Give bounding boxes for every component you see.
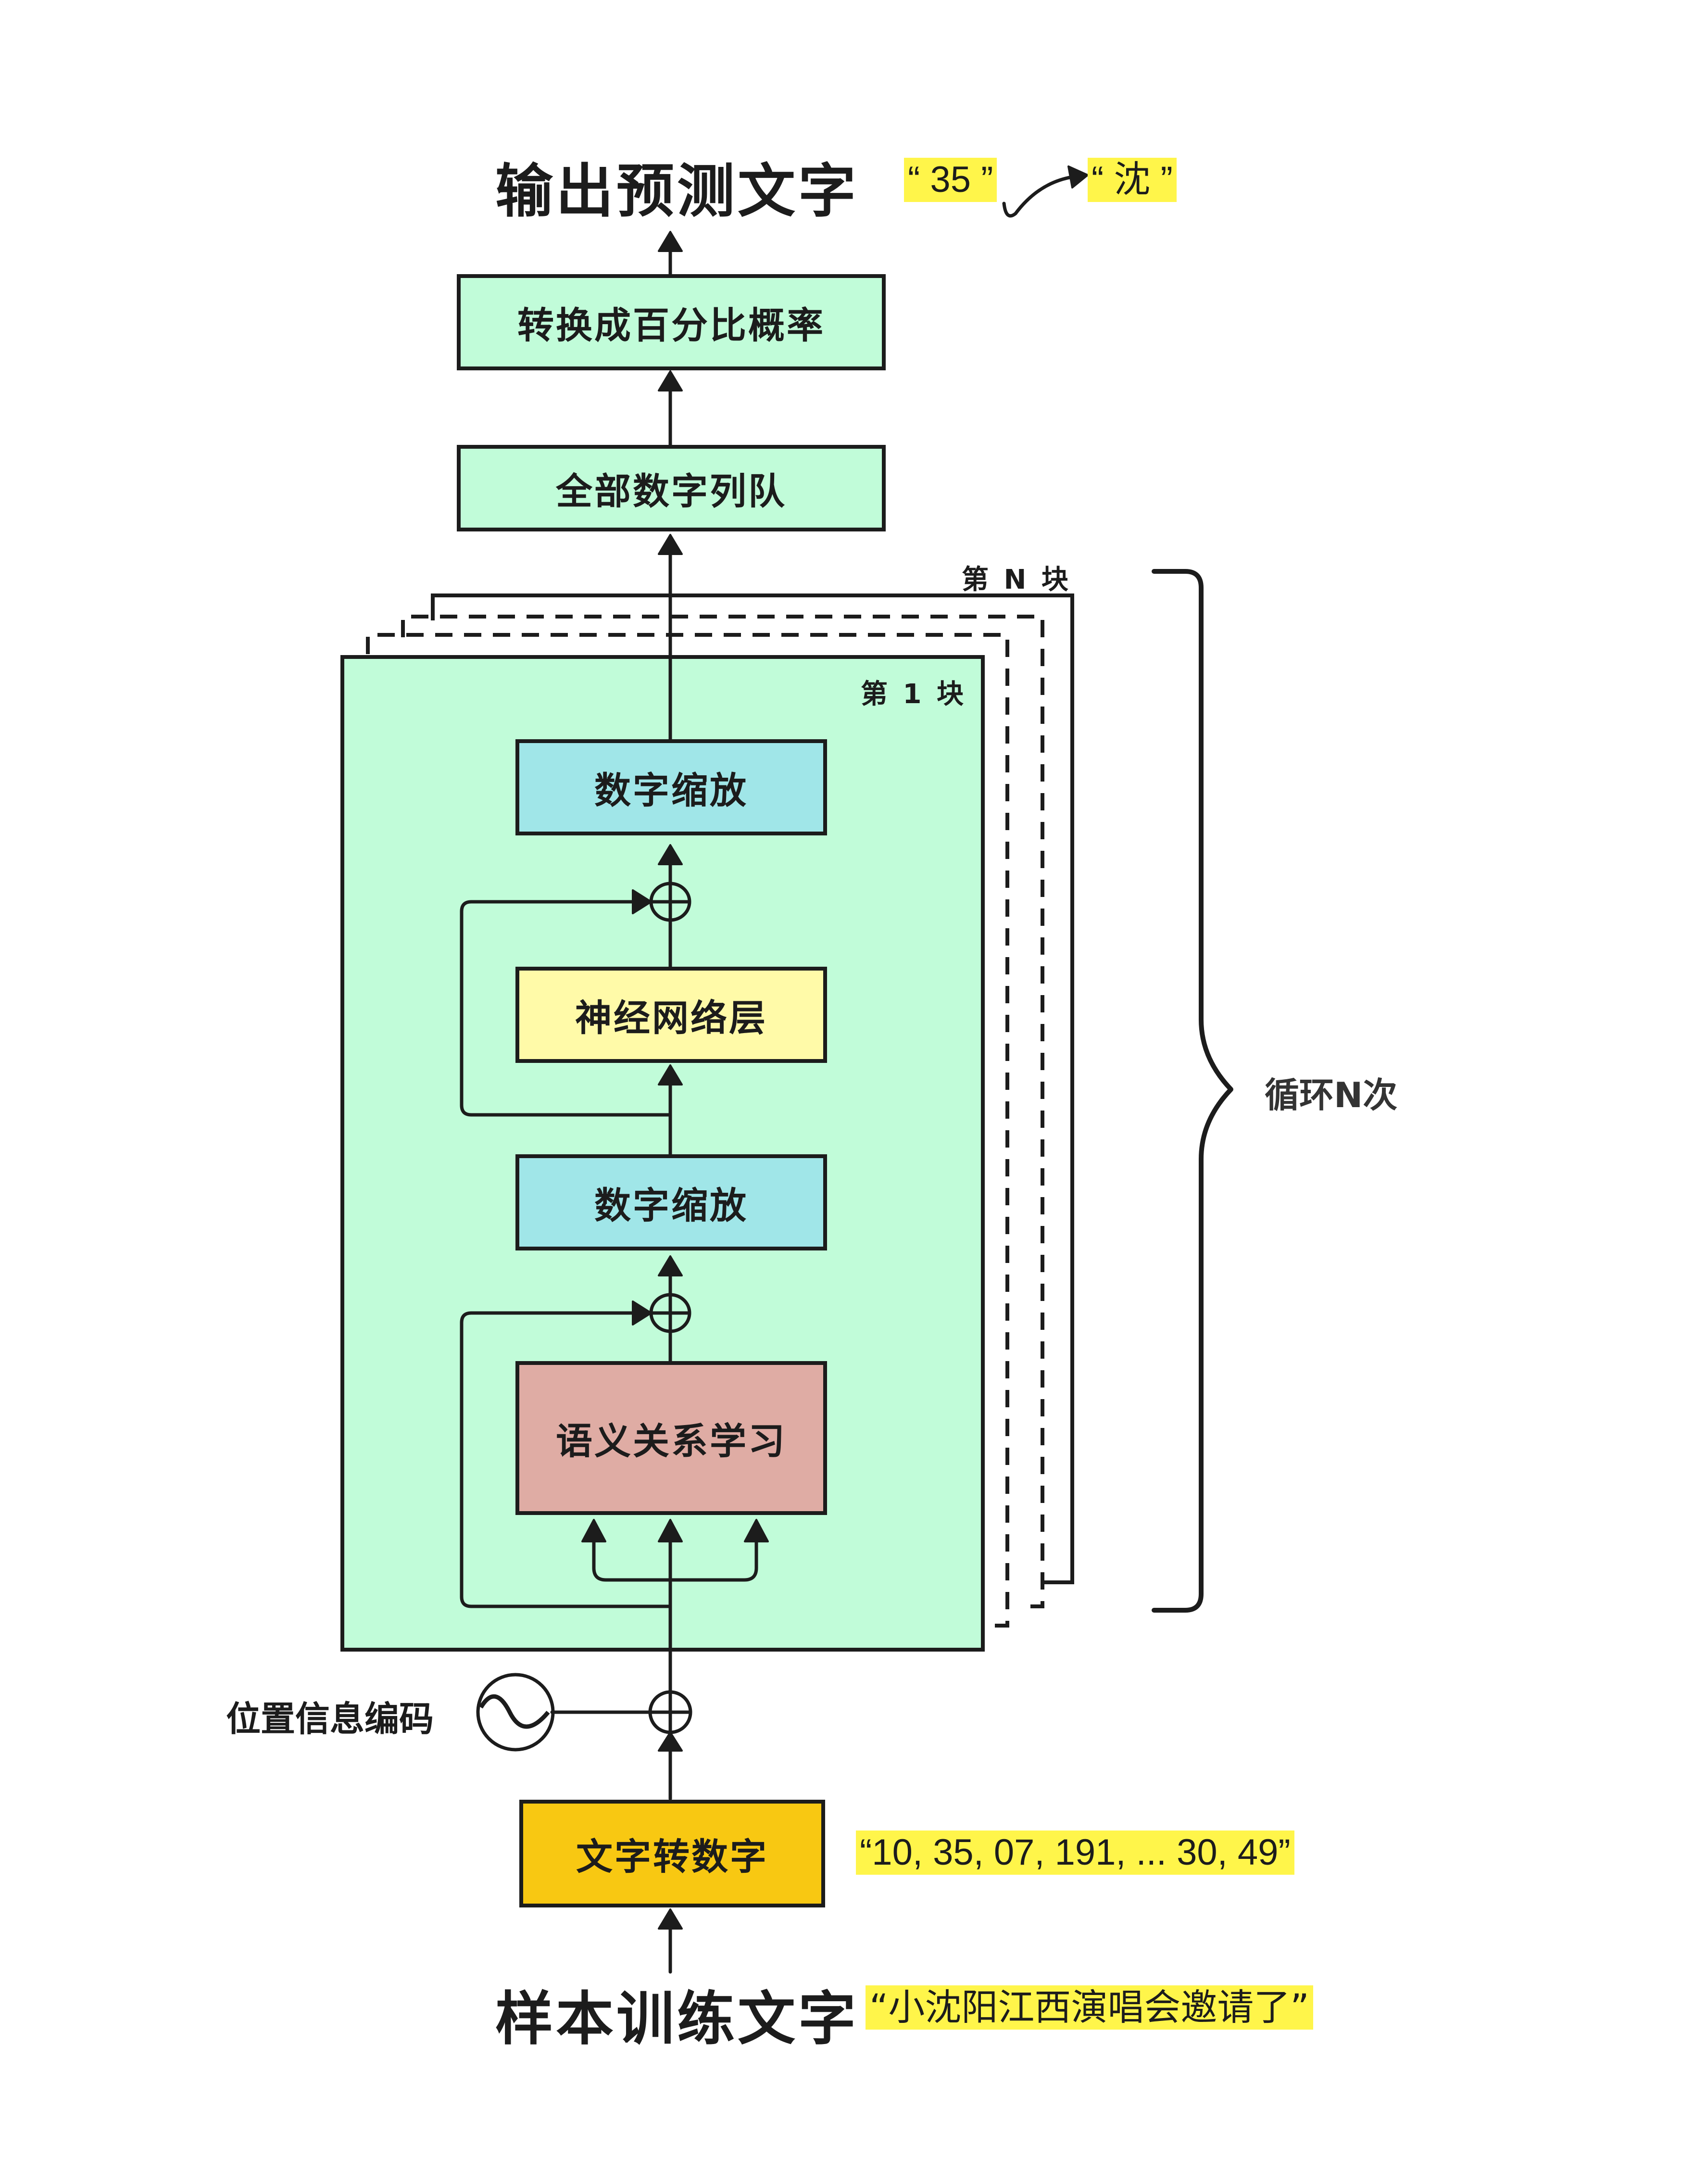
softmax-box: 转换成百分比概率: [457, 274, 886, 370]
positional-add-icon: [648, 1690, 692, 1734]
arrowhead-residual-attn: [632, 1300, 652, 1326]
arrowhead-id-to-char: [1067, 165, 1089, 189]
loop-brace: [1152, 569, 1233, 1613]
norm-mid-box: 数字缩放: [515, 1154, 827, 1250]
output-example-token-id: “ 35 ”: [904, 158, 997, 202]
input-example-text: “小沈阳江西演唱会邀请了”: [866, 1985, 1313, 2030]
block-layer-2-outline: [366, 633, 1009, 1628]
input-title: 样本训练文字: [495, 1986, 859, 2053]
block-layer-3-outline: [401, 615, 1044, 1608]
wire-residual-ffn: [460, 900, 672, 1117]
block-1-label: 第 1 块: [861, 679, 966, 710]
arrowhead-output: [658, 231, 683, 252]
norm-top-box: 数字缩放: [515, 739, 827, 835]
residual-add-attention-icon: [649, 1293, 691, 1333]
arrowhead-linear: [658, 534, 683, 555]
arrowhead-attn-center: [658, 1519, 683, 1542]
softmax-label: 转换成百分比概率: [517, 304, 825, 347]
arrowhead-pos-add: [658, 1731, 683, 1752]
ffn-label: 神经网络层: [575, 997, 767, 1039]
arrow-id-to-char: [1002, 175, 1074, 218]
linear-box: 全部数字列队: [457, 445, 886, 531]
loop-n-times-label: 循环N次: [1265, 1075, 1398, 1115]
arrowhead-attn-right: [744, 1519, 769, 1542]
wire-attention-split: [592, 1540, 758, 1582]
linear-label: 全部数字列队: [556, 470, 787, 513]
arrowhead-embedding: [658, 1908, 683, 1930]
ffn-box: 神经网络层: [515, 967, 827, 1063]
norm-mid-label: 数字缩放: [594, 1184, 748, 1227]
arrowhead-ffn: [658, 1064, 683, 1086]
norm-top-label: 数字缩放: [594, 769, 748, 812]
sine-wave-icon: [476, 1673, 555, 1752]
attention-label: 语义关系学习: [556, 1420, 787, 1463]
output-title: 输出预测文字: [495, 158, 859, 225]
arrowhead-norm-mid: [658, 1255, 683, 1276]
wire-residual-attention: [460, 1311, 672, 1608]
embedding-box: 文字转数字: [519, 1800, 825, 1907]
arrowhead-softmax: [658, 370, 683, 391]
input-example-ids: “10, 35, 07, 191, ... 30, 49”: [856, 1831, 1294, 1875]
output-example-char: “ 沈 ”: [1088, 158, 1177, 202]
block-layer-n-outline: [431, 593, 1074, 1584]
arrowhead-residual-ffn: [632, 889, 652, 914]
block-n-label: 第 N 块: [962, 564, 1071, 595]
positional-encoding-label: 位置信息编码: [226, 1699, 434, 1739]
arrowhead-attn-left: [581, 1519, 606, 1542]
embedding-label: 文字转数字: [576, 1835, 768, 1878]
arrowhead-norm-top: [658, 844, 683, 865]
attention-box: 语义关系学习: [515, 1361, 827, 1515]
residual-add-ffn-icon: [649, 882, 691, 922]
